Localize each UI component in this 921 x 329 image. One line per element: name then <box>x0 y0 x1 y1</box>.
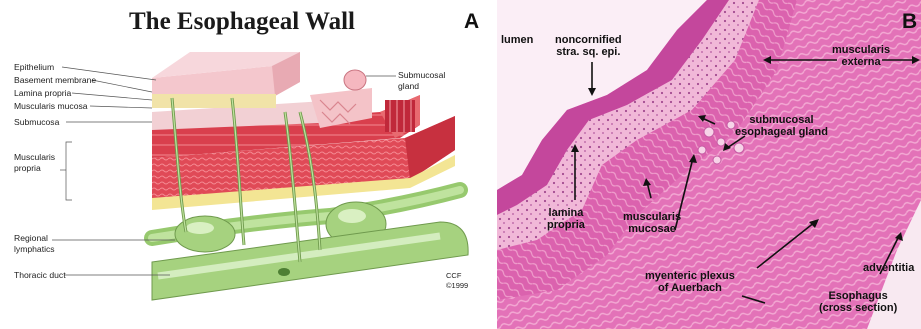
label-esophagus-cross-section: Esophagus(cross section) <box>819 290 897 314</box>
label-regional-lymphatics-1: Regional <box>14 233 48 243</box>
diagram-panel: The Esophageal Wall A <box>0 0 484 329</box>
credit-line-2: ©1999 <box>446 281 468 291</box>
lymphatic-vessels <box>152 190 468 300</box>
credit-line-1: CCF <box>446 271 461 281</box>
label-submucosal-gland-1: Submucosal <box>398 70 445 80</box>
label-regional-lymphatics-2: lymphatics <box>14 244 55 254</box>
label-adventitia: adventitia <box>863 262 914 274</box>
label-muscularis-propria-2: propria <box>14 163 41 173</box>
label-submucosal-gland-2: gland <box>398 81 419 91</box>
label-muscularis-propria-1: Muscularis <box>14 152 55 162</box>
label-submucosa: Submucosa <box>14 117 59 127</box>
label-lamina-propria: Lamina propria <box>14 88 71 98</box>
label-epithelium: Epithelium <box>14 62 54 72</box>
label-muscularis-mucosa: Muscularis mucosa <box>14 101 88 111</box>
panel-letter-b: B <box>902 10 917 34</box>
mucosa-block <box>152 52 300 108</box>
submucosal-gland <box>344 70 366 90</box>
label-lumen: lumen <box>501 34 533 46</box>
esophageal-wall-illustration <box>0 0 484 329</box>
label-thoracic-duct: Thoracic duct <box>14 270 66 280</box>
label-basement-membrane: Basement membrane <box>14 75 96 85</box>
